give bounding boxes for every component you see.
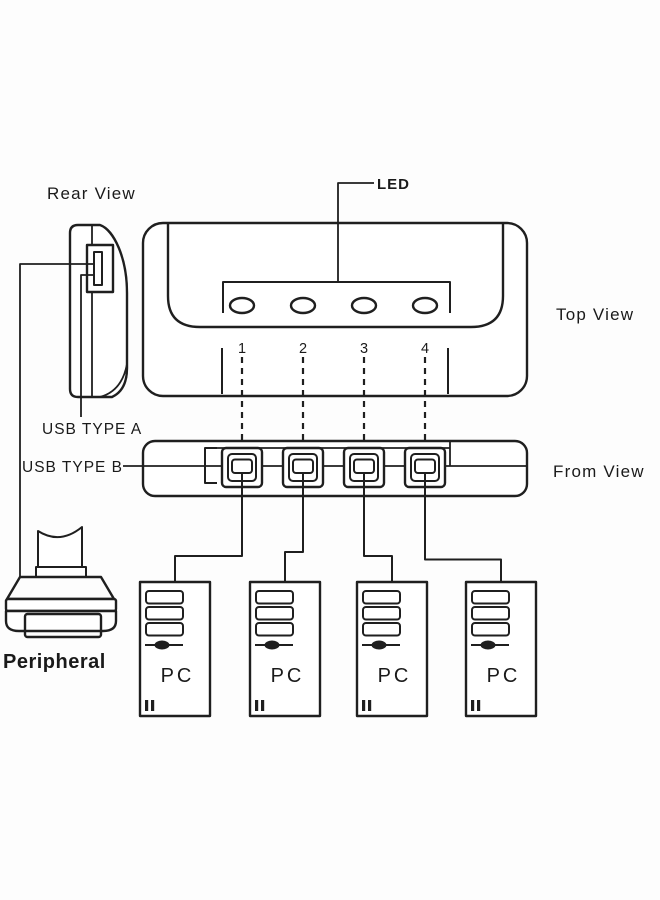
port-alignment-dashes [240,357,427,441]
usb-type-a-port-slot [93,251,103,286]
from-view-label: From View [553,462,645,481]
pc-label-1: PC [161,665,195,687]
rear-view-inner-curve [99,363,128,398]
pc-label-2: PC [271,665,305,687]
led-1 [228,296,256,315]
pc-label-3: PC [378,665,412,687]
led-3 [350,296,378,315]
led-group-bracket [222,281,451,313]
peripheral-cable-line [19,263,98,578]
peripheral-label: Peripheral [3,651,106,673]
top-view-label: Top View [556,305,634,324]
usb-type-b-label: USB TYPE B [22,459,123,476]
rear-view-label: Rear View [47,184,136,203]
cable-port4-pc4 [424,474,502,582]
top-view-inner-shell [166,223,505,329]
pc-tower-1: PC [138,580,212,718]
usb-type-a-label: USB TYPE A [42,421,142,438]
usb-type-b-bracket [204,447,217,484]
rear-view-device [19,223,129,578]
port-number-3: 3 [360,341,368,357]
front-view-device [123,439,529,498]
port-number-4: 4 [421,341,429,357]
front-view-outline [141,439,529,498]
port-number-2: 2 [299,341,307,357]
printer-body [4,609,118,633]
pc-tower-4: PC [464,580,538,718]
top-view-outline [141,221,529,398]
pc-tower-3: PC [355,580,429,718]
port-number-1: 1 [238,341,246,357]
led-4 [411,296,439,315]
printer-tray [23,612,103,639]
led-label: LED [377,176,410,193]
usb-type-a-leader-line [80,274,98,417]
printer-top [5,575,116,601]
top-view-device: 1 2 3 4 [141,182,529,398]
printer-paper-slot [35,566,87,578]
pc-cables [174,474,502,582]
peripheral-printer [4,526,118,639]
cable-port2-pc2 [284,474,304,582]
pc-tower-2: PC [248,580,322,718]
printer-paper [37,526,83,569]
printer-band [4,597,118,613]
led-2 [289,296,317,315]
led-leader-line [337,182,374,282]
cable-port1-pc1 [174,474,243,582]
cable-port3-pc3 [363,474,393,582]
pc-label-4: PC [487,665,521,687]
